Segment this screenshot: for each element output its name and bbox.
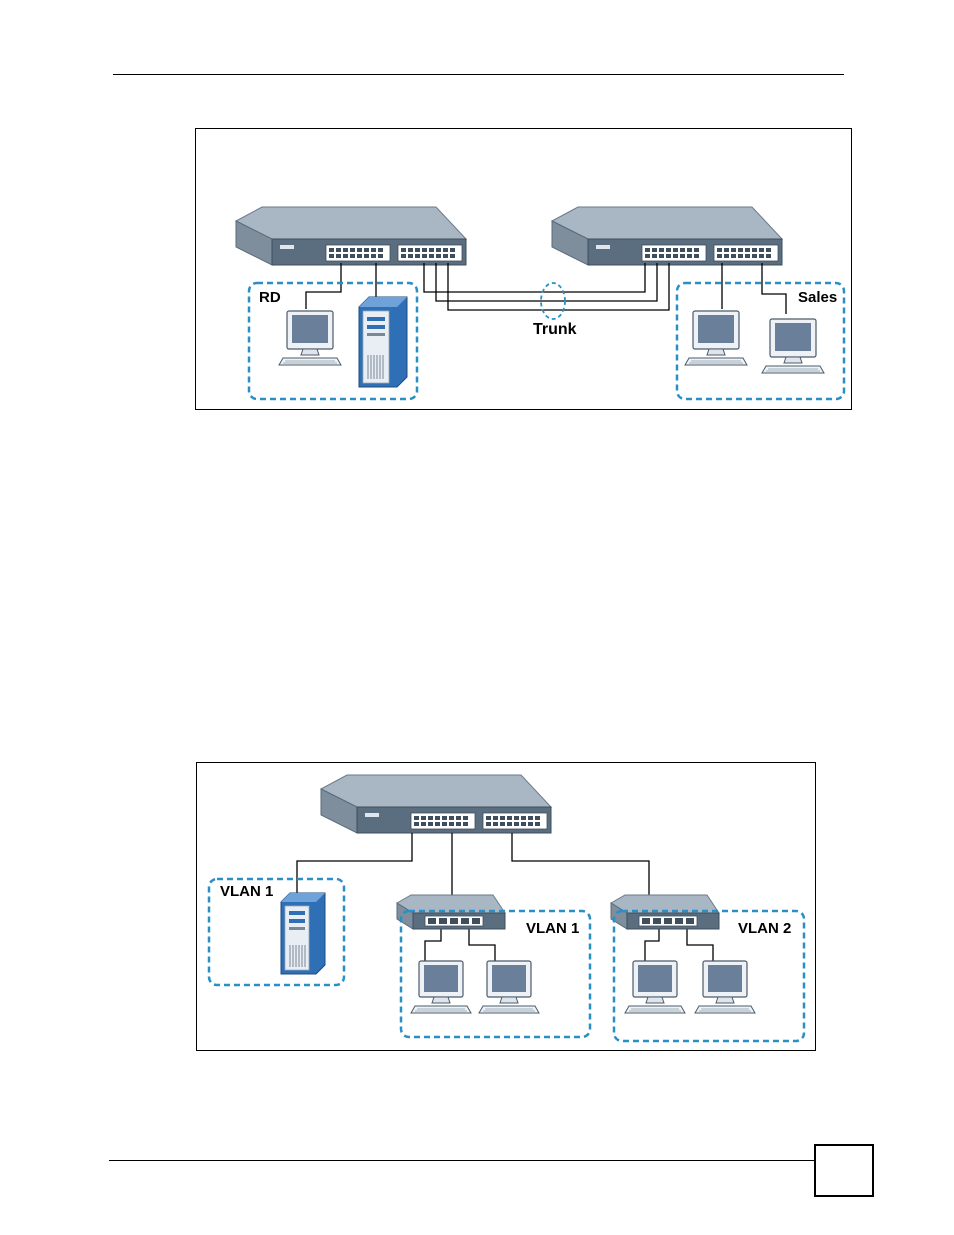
sales-workstation-2: [762, 319, 824, 373]
footer-rule: [109, 1160, 815, 1161]
vlan2-workstation-1: [625, 961, 685, 1013]
figure-trunk-diagram: RD Trunk Sales: [195, 128, 852, 410]
rd-workstation: [279, 311, 341, 365]
rd-server-icon: [359, 297, 407, 387]
switch-left: [236, 207, 466, 265]
trunk-diagram-svg: [196, 129, 851, 409]
main-switch: [321, 775, 551, 833]
vlan1-workstation-2: [479, 961, 539, 1013]
vlan-right-label: VLAN 2: [738, 920, 791, 937]
vlan-diagram-svg: [197, 763, 815, 1050]
switch-right: [552, 207, 782, 265]
vlan-left-label: VLAN 1: [220, 883, 273, 900]
vlan-middle-label: VLAN 1: [526, 920, 579, 937]
page-number-box: [814, 1144, 874, 1197]
sales-workstation-1: [685, 311, 747, 365]
trunk-label: Trunk: [533, 321, 577, 339]
figure-vlan-diagram: VLAN 1 VLAN 1 VLAN 2: [196, 762, 816, 1051]
header-rule: [113, 74, 844, 75]
vlan1-workstation-1: [411, 961, 471, 1013]
vlan1-server-icon: [281, 893, 325, 974]
rd-group-label: RD: [259, 289, 281, 306]
vlan2-workstation-2: [695, 961, 755, 1013]
sales-group-label: Sales: [798, 289, 837, 306]
